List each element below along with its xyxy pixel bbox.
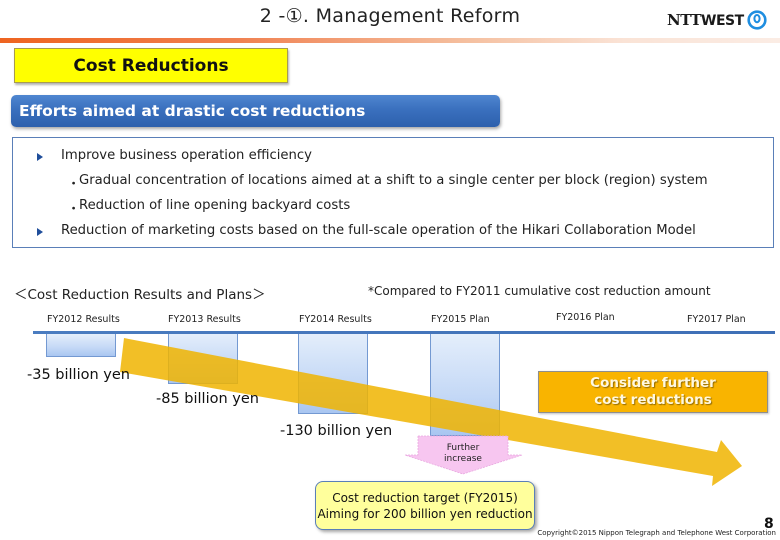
subheader-bar: Efforts aimed at drastic cost reductions (11, 95, 500, 127)
logo-wordmark: NTTWEST (667, 11, 744, 29)
year-label-fy2012: FY2012 Results (47, 314, 120, 325)
results-note: *Compared to FY2011 cumulative cost redu… (368, 284, 711, 298)
efforts-box: Improve business operation efficiency ・ … (12, 137, 774, 248)
triangle-bullet-icon (37, 153, 43, 161)
bar-fy2015 (430, 334, 500, 436)
bar-fy2013 (168, 334, 238, 384)
year-label-fy2014: FY2014 Results (299, 314, 372, 325)
copyright-text: Copyright©2015 Nippon Telegraph and Tele… (537, 529, 776, 537)
effort-subitem: Reduction of line opening backyard costs (79, 198, 351, 213)
effort-item: Reduction of marketing costs based on th… (61, 223, 696, 238)
dot-bullet-icon: ・ (67, 202, 81, 217)
effort-subitem: Gradual concentration of locations aimed… (79, 173, 708, 188)
bar-label-fy2012: -35 billion yen (27, 367, 130, 383)
section-badge: Cost Reductions (14, 48, 288, 83)
ntt-logo-icon (747, 10, 767, 30)
year-label-fy2017: FY2017 Plan (687, 314, 746, 325)
year-label-fy2013: FY2013 Results (168, 314, 241, 325)
triangle-bullet-icon (37, 228, 43, 236)
further-increase-label: Further increase (444, 443, 482, 464)
year-label-fy2016: FY2016 Plan (556, 312, 615, 323)
dot-bullet-icon: ・ (67, 177, 81, 192)
year-label-fy2015: FY2015 Plan (431, 314, 490, 325)
consider-further-box: Consider further cost reductions (538, 371, 768, 413)
bar-label-fy2013: -85 billion yen (156, 391, 259, 407)
bar-fy2014 (298, 334, 368, 414)
header-divider (0, 38, 780, 43)
results-title: ＜Cost Reduction Results and Plans＞ (14, 287, 266, 303)
bar-label-fy2014: -130 billion yen (280, 423, 393, 439)
bar-fy2012 (46, 334, 116, 357)
logo-ntt: NTT (667, 11, 702, 29)
cost-target-box: Cost reduction target (FY2015) Aiming fo… (315, 481, 535, 530)
chart-baseline (33, 331, 775, 334)
page-number: 8 (764, 516, 774, 532)
effort-item: Improve business operation efficiency (61, 148, 312, 163)
logo-west: WEST (701, 13, 744, 29)
slide-title: 2 -①. Management Reform (259, 5, 521, 27)
ntt-west-logo: NTTWEST (667, 9, 767, 31)
